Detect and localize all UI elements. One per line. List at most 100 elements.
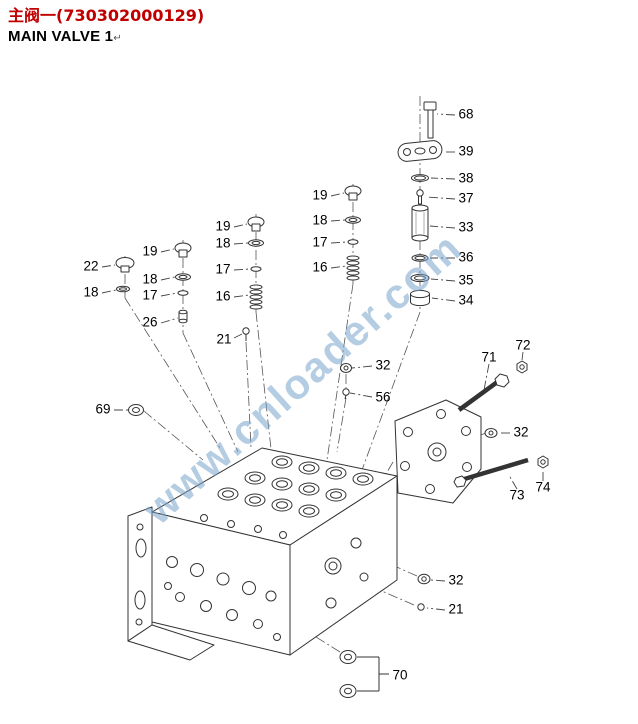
leader-line-32: [351, 365, 373, 369]
part-plug-69: [128, 404, 144, 416]
callout-17: 17: [142, 288, 157, 303]
leader-line-18: [233, 242, 249, 245]
callout-72: 72: [515, 338, 530, 353]
part-bolt-73: [453, 457, 529, 488]
callout-21: 21: [448, 602, 463, 617]
page-title-en-text: MAIN VALVE 1: [8, 27, 114, 45]
part-poppet-37: [416, 189, 424, 205]
callout-35: 35: [458, 273, 473, 288]
leader-line-68: [436, 113, 456, 116]
part-cap-19-a: [344, 185, 362, 201]
leader-line-72: [521, 351, 524, 361]
callout-32: 32: [513, 425, 528, 440]
part-bolt-71: [457, 373, 510, 412]
callout-19: 19: [312, 188, 327, 203]
leader-line-38: [430, 177, 456, 180]
part-nut-74: [537, 455, 549, 469]
callout-26: 26: [142, 315, 157, 330]
leader-line-21: [233, 333, 243, 339]
callout-22: 22: [83, 259, 98, 274]
part-washer-18-a: [345, 216, 361, 224]
leader-line-17: [330, 241, 348, 244]
leader-line-17: [160, 292, 178, 297]
callout-21: 21: [216, 332, 231, 347]
leader-line-34: [431, 297, 456, 302]
callout-32: 32: [448, 573, 463, 588]
leader-line-56: [349, 392, 373, 398]
callout-18: 18: [215, 236, 230, 251]
part-plugs-70: [339, 650, 357, 698]
paragraph-mark: ↵: [113, 32, 122, 44]
part-oring-17-a: [347, 239, 359, 245]
callout-36: 36: [458, 250, 473, 265]
callout-19: 19: [142, 244, 157, 259]
part-spring-16-b: [249, 284, 263, 310]
leader-line-17: [233, 268, 251, 271]
part-oring-17-c: [177, 290, 189, 296]
part-plug-32-side: [417, 573, 431, 585]
part-bolt-68: [423, 101, 437, 139]
part-seal-35: [410, 273, 430, 283]
leader-line-16: [330, 265, 347, 269]
leader-line-71: [483, 363, 490, 391]
part-cap-19-b: [247, 216, 265, 232]
callout-39: 39: [458, 144, 473, 159]
part-washer-18-b: [248, 239, 264, 247]
leader-line-35: [430, 278, 456, 282]
callout-19: 19: [215, 219, 230, 234]
part-cover-plate-39: [397, 140, 443, 162]
part-ball-56: [342, 388, 350, 400]
leader-line-26: [160, 317, 179, 324]
callout-17: 17: [312, 235, 327, 250]
part-cap-19-c: [174, 242, 192, 258]
page-title-en: MAIN VALVE 1↵: [8, 27, 204, 47]
part-seat-26: [178, 309, 188, 324]
callout-18: 18: [312, 213, 327, 228]
callout-70: 70: [392, 668, 407, 683]
leader-line-33: [429, 225, 456, 229]
callout-37: 37: [458, 191, 473, 206]
part-end-cover: [394, 399, 482, 504]
leader-line-19: [330, 192, 345, 197]
part-sleeve-33: [411, 204, 429, 242]
callout-56: 56: [375, 390, 390, 405]
leader-line-19: [233, 223, 248, 228]
part-oring-18-d: [116, 285, 130, 293]
leader-line-21: [426, 607, 446, 611]
leader-line-18: [160, 276, 176, 281]
part-washer-18-c: [175, 273, 191, 281]
callout-18: 18: [142, 272, 157, 287]
leader-line-18: [101, 289, 117, 294]
callout-38: 38: [458, 171, 473, 186]
part-pin-21-top: [242, 327, 250, 341]
callout-16: 16: [215, 289, 230, 304]
callout-34: 34: [458, 293, 474, 308]
part-nut-72: [516, 360, 528, 374]
leader-line-19: [160, 248, 175, 253]
page-title-cn: 主阀一(730302000129): [8, 6, 205, 25]
valve-body: [127, 447, 398, 661]
callout-33: 33: [458, 220, 473, 235]
part-oring-36: [411, 254, 429, 262]
leader-line-73: [509, 476, 518, 490]
part-pin-21-side: [417, 603, 425, 611]
page-header: 主阀一(730302000129) MAIN VALVE 1↵: [8, 6, 204, 46]
part-plug-32-top: [340, 363, 352, 373]
callout-71: 71: [481, 350, 496, 365]
leader-line-18: [330, 219, 346, 222]
callout-68: 68: [458, 107, 473, 122]
leader-line-22: [101, 264, 116, 268]
callout-16: 16: [312, 260, 327, 275]
leader-line-32: [430, 579, 446, 582]
part-oring-38: [411, 174, 429, 182]
callout-69: 69: [95, 402, 110, 417]
leader-line-16: [233, 294, 250, 298]
leader-line-37: [425, 196, 456, 200]
callout-32: 32: [375, 358, 390, 373]
callout-18: 18: [83, 285, 98, 300]
part-spring-16-a: [346, 255, 360, 281]
part-cap-22: [115, 257, 135, 273]
callout-17: 17: [215, 262, 230, 277]
